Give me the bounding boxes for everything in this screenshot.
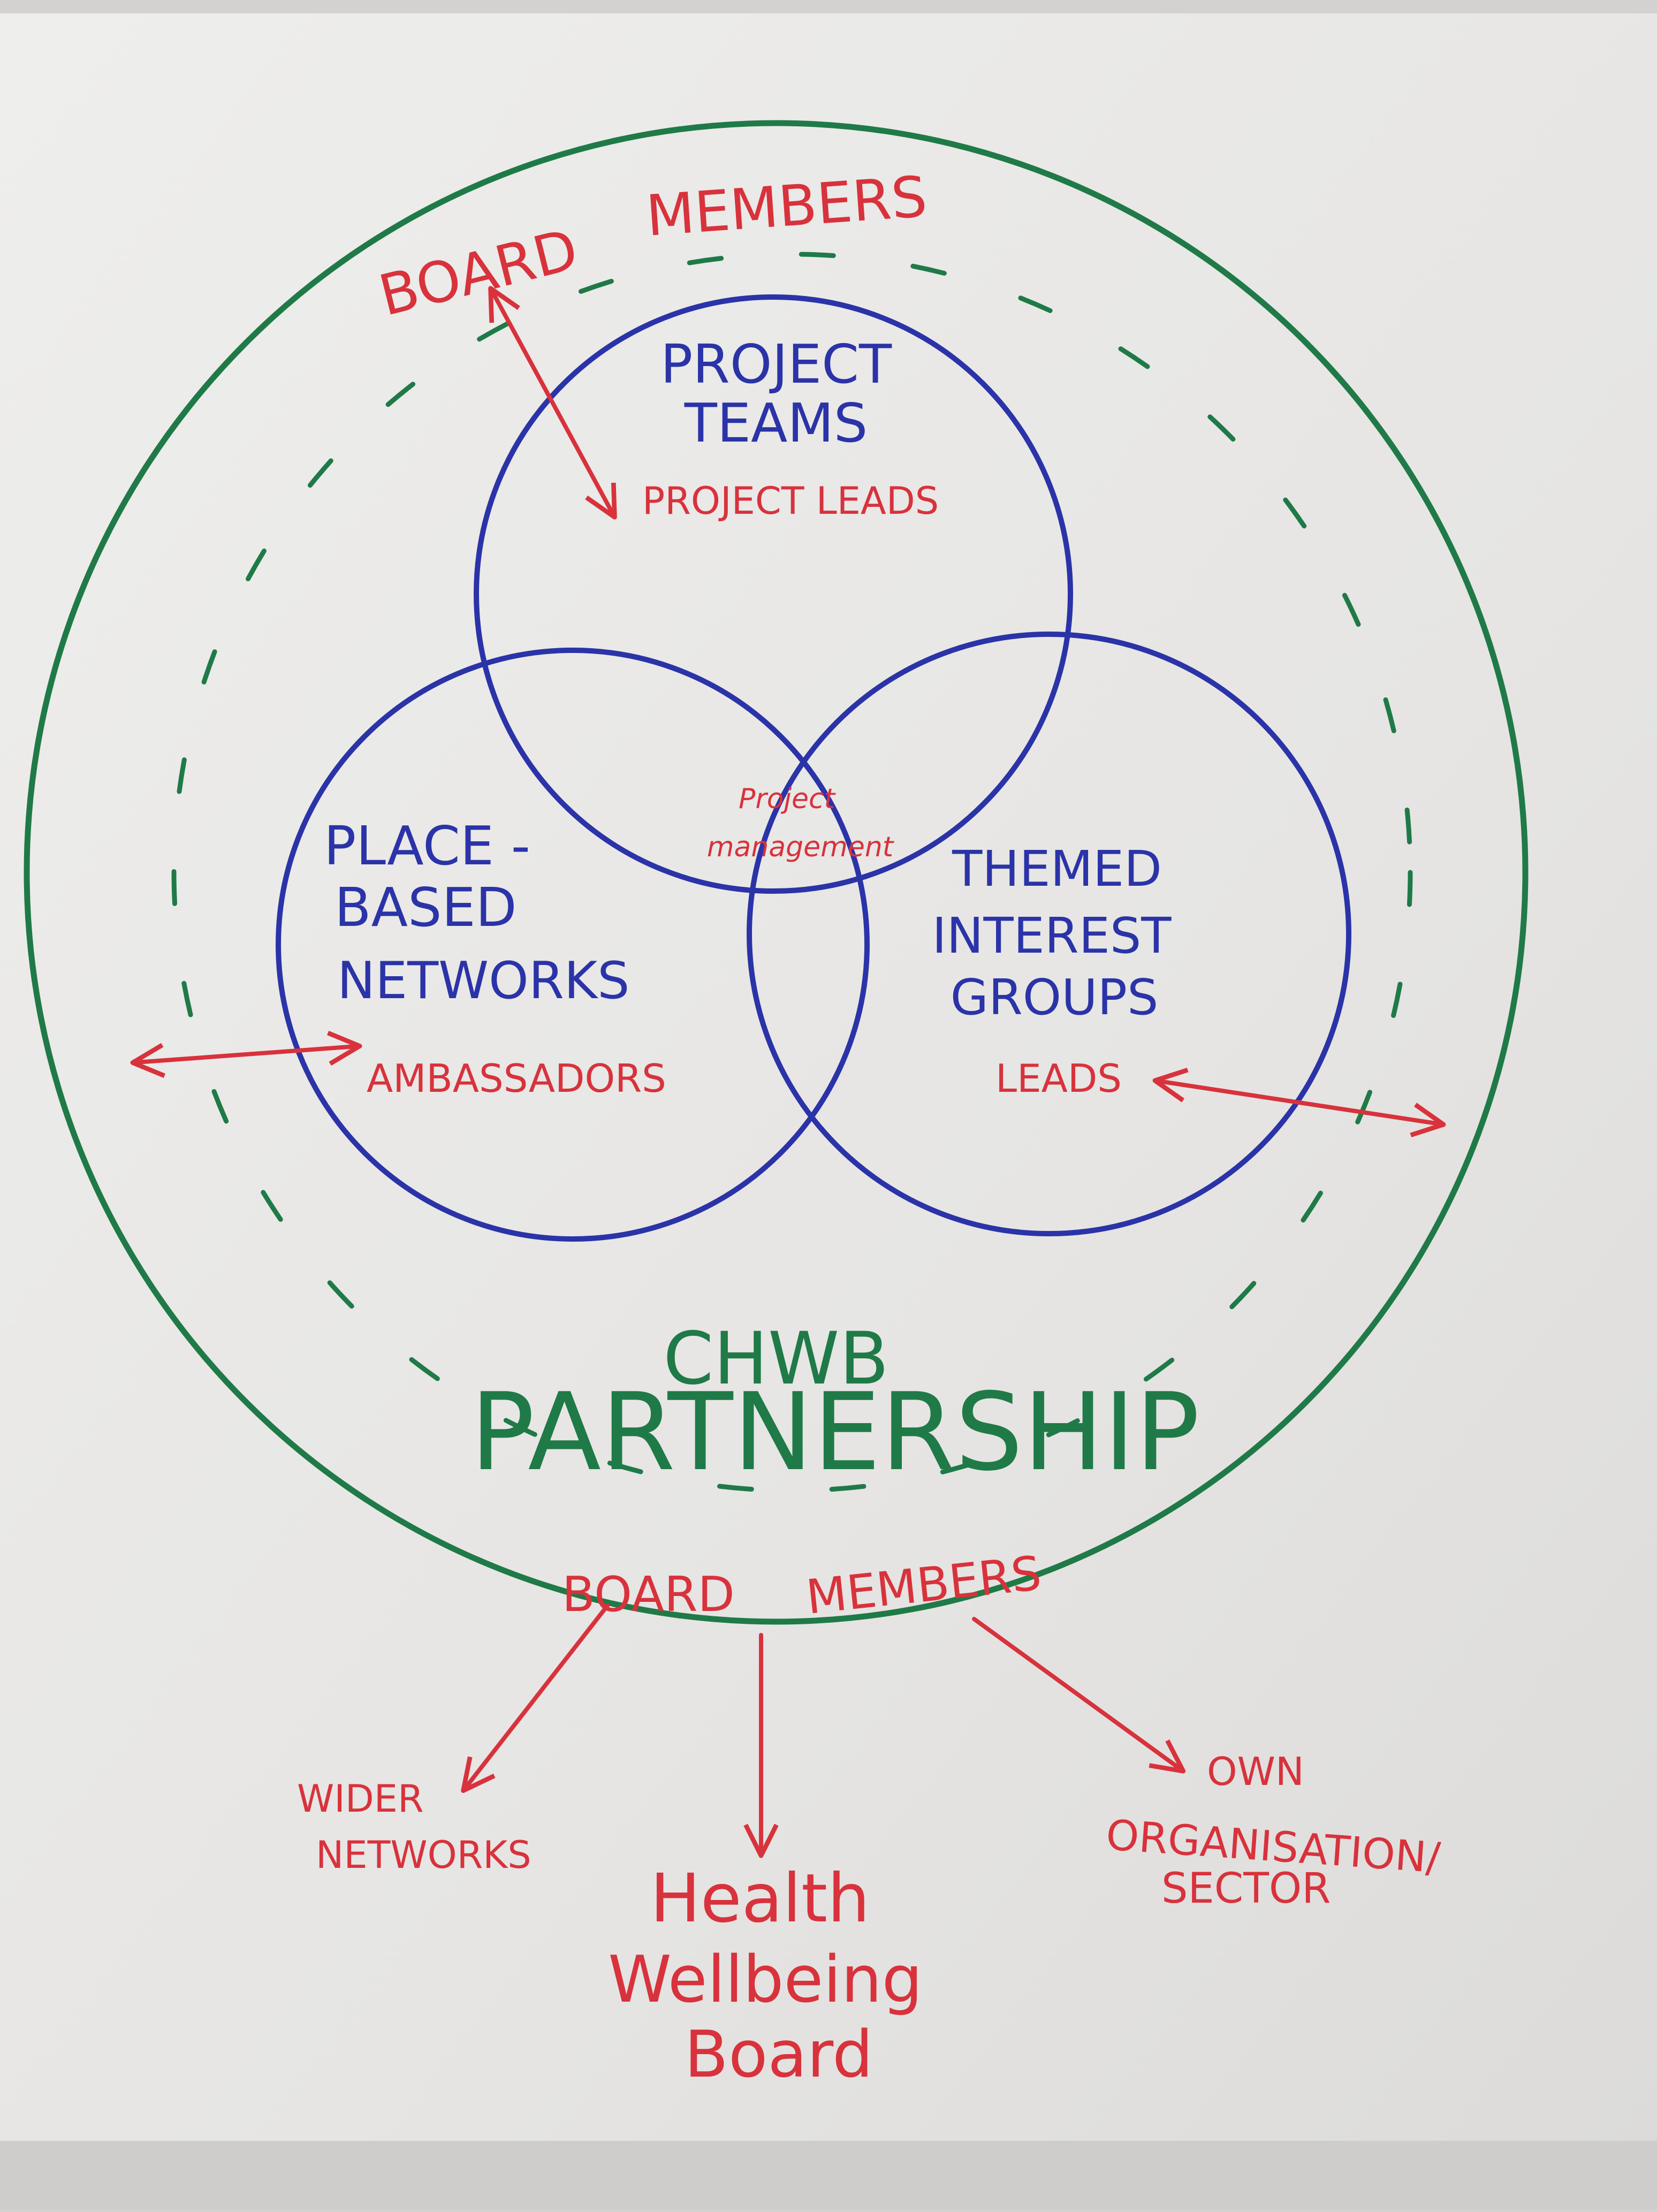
themed-title-line2: INTEREST	[932, 907, 1172, 964]
ambassadors-label: AMBASSADORS	[367, 1056, 666, 1101]
partnership-outer-circle	[24, 120, 1529, 1625]
wider-networks-line1: WIDER	[297, 1777, 424, 1821]
themed-title-line1: THEMED	[952, 840, 1162, 898]
own-org-line3: SECTOR	[1161, 1865, 1331, 1913]
partnership-title-line2: PARTNERSHIP	[470, 1370, 1199, 1495]
wider-networks-line2: NETWORKS	[316, 1833, 531, 1877]
themed-interest-groups-circle	[747, 632, 1351, 1236]
ambassadors-arrow	[130, 1030, 362, 1078]
project-teams-circle	[474, 294, 1073, 894]
leads-label: LEADS	[995, 1056, 1122, 1101]
project-teams-title-line2: TEAMS	[684, 392, 868, 454]
board-to-project-leads-arrow	[488, 286, 617, 520]
board-dashed-boundary	[171, 252, 1413, 1493]
own-organisation-arrow	[972, 1617, 1186, 1774]
place-based-title-line2: BASED	[335, 876, 517, 939]
place-based-title-line1: PLACE -	[324, 815, 530, 877]
background-strip	[0, 2141, 1657, 2209]
place-based-networks-circle	[276, 648, 870, 1242]
themed-title-line3: GROUPS	[951, 969, 1159, 1026]
board-label-bottom: BOARD	[562, 1567, 735, 1623]
place-based-title-line3: NETWORKS	[337, 952, 629, 1010]
wider-networks-arrow	[461, 1603, 610, 1793]
center-label-line2: management	[707, 831, 894, 863]
project-teams-title-line1: PROJECT	[660, 333, 892, 396]
partnership-title-line1: CHWB	[663, 1317, 889, 1401]
center-label-line1: Project	[739, 783, 836, 815]
own-org-line1: OWN	[1207, 1749, 1304, 1794]
health-board-line1: Health	[650, 1860, 870, 1937]
leads-arrow	[1152, 1068, 1446, 1137]
health-board-line2: Wellbeing	[608, 1943, 923, 2017]
project-leads-label: PROJECT LEADS	[642, 479, 939, 523]
health-board-line3: Board	[685, 2018, 873, 2092]
